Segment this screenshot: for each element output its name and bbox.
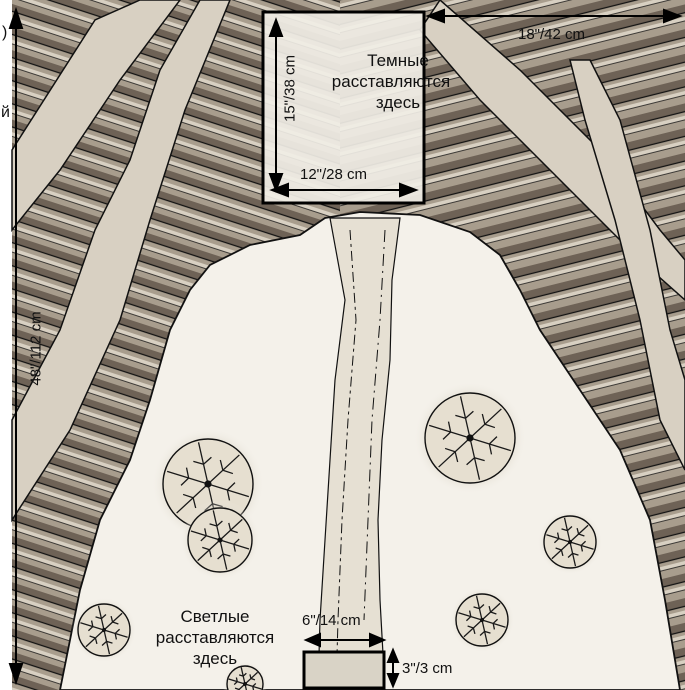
dark-zone-height-label: 15"/38 cm (282, 49, 299, 129)
edge-fragment-top-left: ) (2, 24, 7, 42)
tree-4-icon (538, 510, 603, 575)
tree-3-icon (414, 382, 527, 495)
light-deploy-label-line3: здесь (120, 648, 310, 669)
light-deploy-label-line1: Светлые (120, 606, 310, 627)
light-zone-width-label: 6"/14 cm (302, 612, 361, 629)
dark-deploy-label: Темные расставляются здесь (298, 50, 498, 113)
edge-fragment-mid-left: й (1, 104, 10, 122)
light-deploy-label: Светлые расставляются здесь (120, 606, 310, 669)
light-zone-height-label: 3"/3 cm (402, 660, 452, 677)
dark-deploy-label-line2: расставляются (284, 71, 498, 92)
dark-deploy-label-line3: здесь (298, 92, 498, 113)
tree-2-icon (180, 500, 260, 580)
light-deploy-zone (304, 652, 384, 688)
dim-board-height-label: 48"/112 cm (28, 299, 45, 399)
dark-zone-width-label: 12"/28 cm (300, 166, 367, 183)
light-deploy-label-line2: расставляются (120, 627, 310, 648)
tree-6-icon (450, 588, 515, 653)
dark-deploy-label-line1: Темные (298, 50, 498, 71)
dim-offset-top-label: 18"/42 cm (518, 26, 585, 43)
